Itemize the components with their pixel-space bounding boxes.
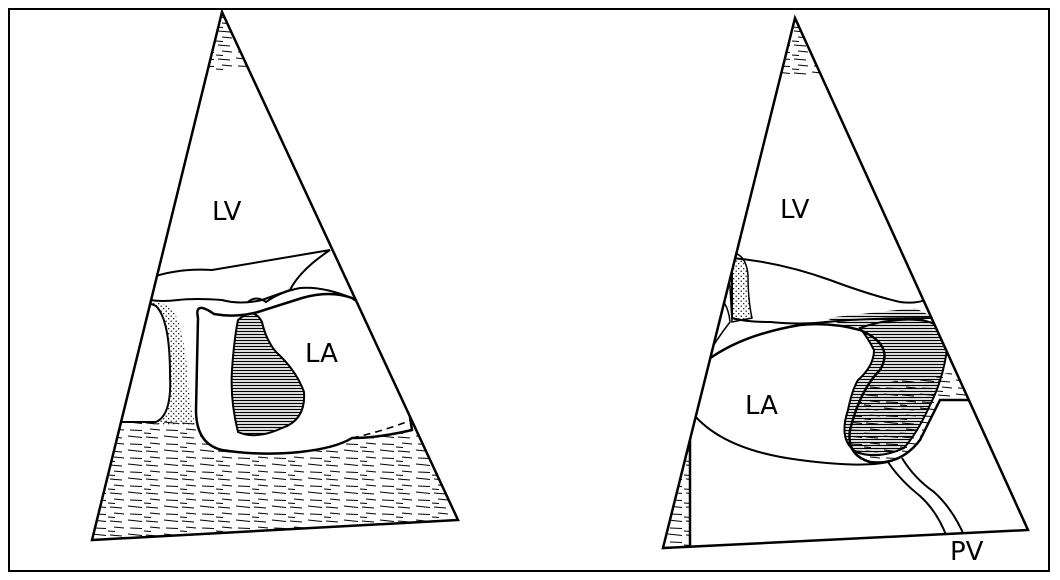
right-sector: LV LA PV — [650, 14, 1040, 567]
left-adjacent-chamber — [110, 303, 170, 422]
left-lv-cavity — [150, 250, 330, 303]
left-la-label: LA — [305, 339, 338, 369]
left-la-chamber — [196, 294, 412, 454]
left-sector: LV LA — [80, 10, 470, 545]
left-lv-label: LV — [212, 197, 242, 227]
right-apex-texture — [765, 14, 835, 76]
right-lv-label: LV — [780, 195, 810, 225]
right-pv-label: PV — [950, 537, 984, 567]
right-la-label: LA — [745, 391, 778, 421]
